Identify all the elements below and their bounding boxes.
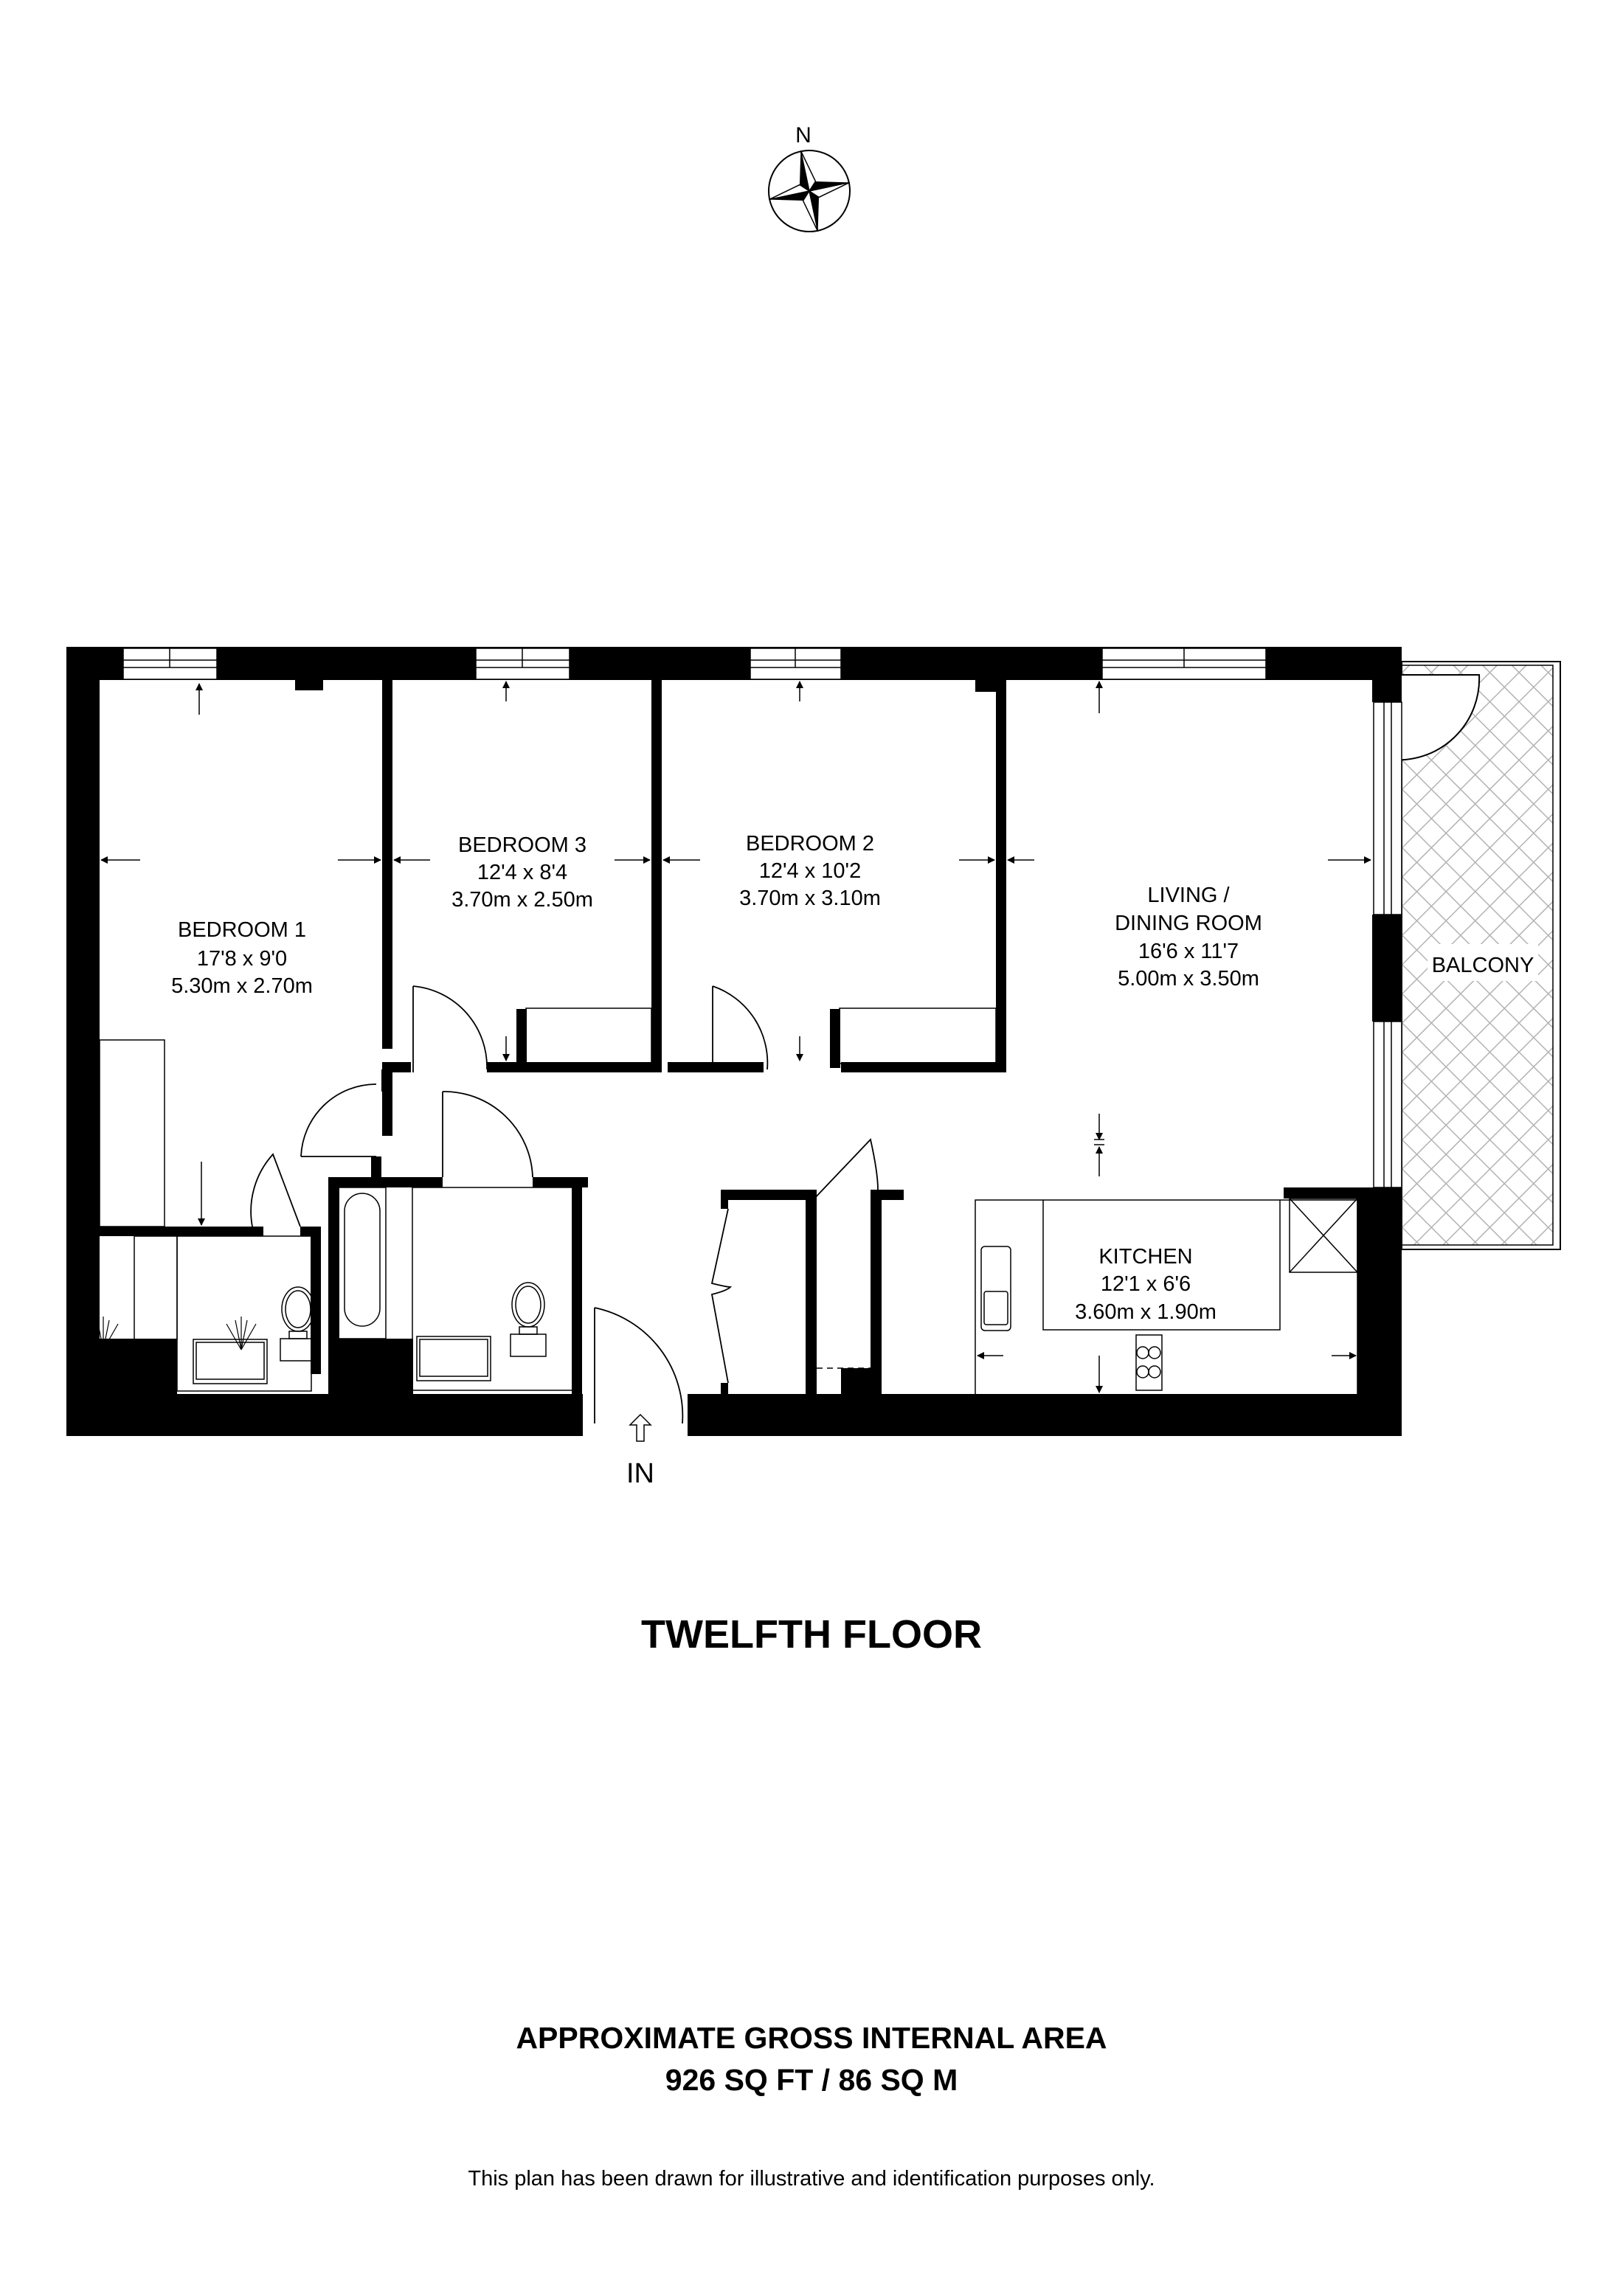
- room-dims-metric: 3.70m x 2.50m: [451, 888, 593, 912]
- windows: [122, 648, 1402, 1188]
- room-dims-metric: 5.00m x 3.50m: [1118, 967, 1259, 991]
- room-bedroom-3: BEDROOM 3 12'4 x 8'4 3.70m x 2.50m: [451, 833, 593, 912]
- room-dims-imperial: 12'4 x 10'2: [759, 859, 861, 883]
- dimension-arrows: [100, 681, 1371, 1393]
- room-label-bedroom-1: BEDROOM 1: [178, 918, 306, 942]
- room-label-kitchen: KITCHEN: [1098, 1245, 1192, 1269]
- area-title: APPROXIMATE GROSS INTERNAL AREA: [516, 2021, 1107, 2055]
- room-bedroom-2: BEDROOM 2 12'4 x 10'2 3.70m x 3.10m: [739, 832, 881, 910]
- room-label-bedroom-2: BEDROOM 2: [746, 832, 874, 856]
- room-label-living-line2: DINING ROOM: [1115, 912, 1262, 935]
- balcony: BALCONY: [1391, 661, 1561, 1250]
- room-dims-metric: 3.60m x 1.90m: [1075, 1300, 1217, 1324]
- room-living-dining: LIVING / DINING ROOM 16'6 x 11'7 5.00m x…: [1115, 884, 1262, 991]
- entrance-arrow-icon: [629, 1413, 652, 1442]
- doors: [250, 985, 879, 1424]
- fixtures: [88, 1007, 1358, 1398]
- compass-north-label: N: [795, 123, 812, 148]
- area-value: 926 SQ FT / 86 SQ M: [665, 2063, 958, 2097]
- compass-rose-icon: N: [768, 123, 851, 232]
- room-label-balcony: BALCONY: [1432, 954, 1534, 977]
- room-dims-imperial: 12'4 x 8'4: [477, 861, 567, 884]
- internal-walls: [100, 680, 1006, 1398]
- entrance-label: IN: [626, 1458, 654, 1489]
- room-dims-metric: 3.70m x 3.10m: [739, 887, 881, 910]
- room-bedroom-1: BEDROOM 1 17'8 x 9'0 5.30m x 2.70m: [171, 918, 313, 998]
- room-dims-imperial: 17'8 x 9'0: [197, 947, 287, 971]
- floor-title: TWELFTH FLOOR: [641, 1612, 982, 1657]
- room-dims-imperial: 16'6 x 11'7: [1138, 940, 1239, 963]
- disclaimer: This plan has been drawn for illustrativ…: [468, 2167, 1155, 2191]
- room-label-living-line1: LIVING /: [1147, 884, 1230, 907]
- room-dims-metric: 5.30m x 2.70m: [171, 974, 313, 998]
- room-dims-imperial: 12'1 x 6'6: [1101, 1272, 1191, 1296]
- room-label-bedroom-3: BEDROOM 3: [458, 833, 586, 857]
- room-kitchen: KITCHEN 12'1 x 6'6 3.60m x 1.90m: [1075, 1245, 1217, 1324]
